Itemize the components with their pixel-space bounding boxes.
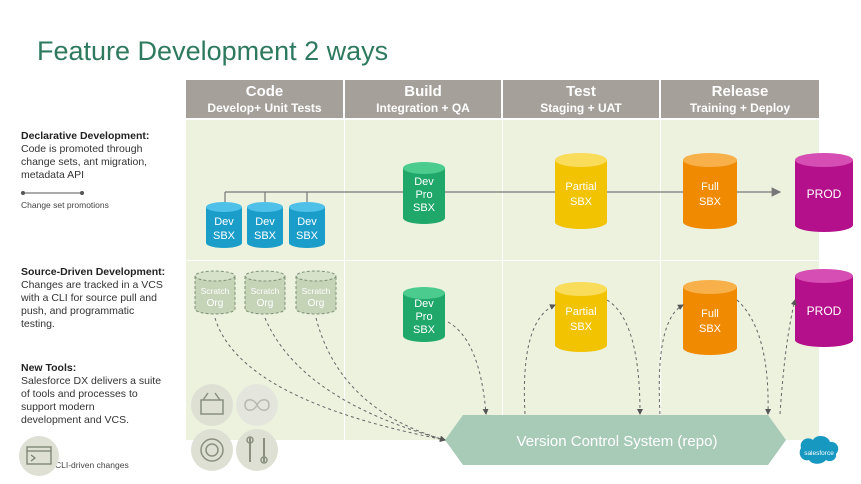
declarative-description: Declarative Development: Code is promote… <box>21 130 149 182</box>
cylinder-label: SBX <box>254 230 277 242</box>
source-line: push, and programmatic <box>21 305 135 317</box>
cli-legend-label: CLI-driven changes <box>55 460 129 470</box>
stage-header-test: Test Staging + UAT <box>503 80 659 118</box>
cylinder-label: Pro <box>415 189 432 201</box>
cylinder-label: SBX <box>213 230 236 242</box>
cylinder-label: Org <box>308 298 325 309</box>
orbit-icon <box>191 429 233 471</box>
cylinder-label: Partial <box>565 181 596 193</box>
cylinder-label: Org <box>207 298 224 309</box>
tools-icon <box>236 429 278 471</box>
scratch-org-cylinder: Scratch Org <box>295 270 337 315</box>
dev-sbx-cylinder: Dev SBX <box>247 202 283 248</box>
prod-cylinder: PROD <box>795 269 853 347</box>
stage-subtitle: Staging + UAT <box>540 101 622 115</box>
cylinder-label: SBX <box>413 202 436 214</box>
cylinder-label: Org <box>257 298 274 309</box>
dev-sbx-cylinder: Dev SBX <box>289 202 325 248</box>
full-sbx-cylinder: Full SBX <box>683 280 737 355</box>
cylinder-label: Dev <box>297 216 317 228</box>
tools-description: New Tools: Salesforce DX delivers a suit… <box>21 362 161 427</box>
cylinder-label: Dev <box>255 216 275 228</box>
page-title: Feature Development 2 ways <box>37 36 389 66</box>
stage-subtitle: Develop+ Unit Tests <box>207 101 322 115</box>
cylinder-label: SBX <box>570 196 593 208</box>
cylinder-label: SBX <box>296 230 319 242</box>
stage-subtitle: Integration + QA <box>376 101 470 115</box>
scratch-org-cylinder: Scratch Org <box>194 270 236 315</box>
stage-header-build: Build Integration + QA <box>345 80 501 118</box>
cylinder-label: SBX <box>699 323 722 335</box>
partial-sbx-cylinder: Partial SBX <box>555 153 607 229</box>
scratch-org-cylinder: Scratch Org <box>244 270 286 315</box>
brand-label: salesforce <box>804 450 834 457</box>
cylinder-label: Scratch <box>201 286 230 296</box>
vcs-label: Version Control System (repo) <box>517 433 718 450</box>
prod-cylinder: PROD <box>795 153 853 232</box>
stage-header-release: Release Training + Deploy <box>661 80 819 118</box>
tools-line: development and VCS. <box>21 414 129 426</box>
row-divider <box>186 260 819 261</box>
cylinder-label: SBX <box>413 324 436 336</box>
infinity-icon <box>236 384 278 426</box>
tools-heading: New Tools: <box>21 362 77 374</box>
stage-title: Release <box>711 83 769 100</box>
stage-title: Build <box>404 83 442 100</box>
cylinder-label: PROD <box>807 304 842 318</box>
declarative-line: metadata API <box>21 169 85 181</box>
declarative-line: change sets, ant migration, <box>21 156 148 168</box>
cylinder-label: SBX <box>570 321 593 333</box>
source-description: Source-Driven Development: Changes are t… <box>21 266 165 331</box>
declarative-line: Code is promoted through <box>21 143 143 155</box>
partial-sbx-cylinder: Partial SBX <box>555 282 607 352</box>
change-set-legend-icon <box>21 191 84 195</box>
salesforce-logo: salesforce <box>799 436 839 464</box>
cli-arrows <box>214 299 797 442</box>
terminal-window-icon <box>19 436 59 476</box>
stage-header-code: Code Develop+ Unit Tests <box>186 80 343 118</box>
dev-pro-sbx-cylinder: Dev Pro SBX <box>403 162 445 224</box>
stage-subtitle: Training + Deploy <box>689 101 791 115</box>
cylinder-label: PROD <box>807 187 842 201</box>
dev-sbx-cylinder: Dev SBX <box>206 202 242 248</box>
full-sbx-cylinder: Full SBX <box>683 153 737 229</box>
cylinder-label: Dev <box>214 216 234 228</box>
toolbox-icon <box>191 384 233 426</box>
stage-title: Test <box>566 83 596 100</box>
cylinder-label: Partial <box>565 306 596 318</box>
change-set-legend-label: Change set promotions <box>21 200 109 210</box>
source-line: testing. <box>21 318 55 330</box>
stage-divider <box>502 120 503 440</box>
dev-pro-sbx-cylinder: Dev Pro SBX <box>403 287 445 342</box>
tools-line: of tools and processes to <box>21 388 138 400</box>
source-line: Changes are tracked in a VCS <box>21 279 163 291</box>
declarative-heading: Declarative Development: <box>21 130 150 142</box>
tools-line: support modern <box>21 401 95 413</box>
stage-divider <box>344 120 345 440</box>
cylinder-label: Dev <box>414 176 434 188</box>
cylinder-label: Full <box>701 181 719 193</box>
source-heading: Source-Driven Development: <box>21 266 166 278</box>
cylinder-label: Full <box>701 308 719 320</box>
cylinder-label: Pro <box>415 311 432 323</box>
vcs-banner: Version Control System (repo) <box>445 415 786 465</box>
cylinder-label: SBX <box>699 196 722 208</box>
cylinder-label: Scratch <box>251 286 280 296</box>
stage-divider <box>660 120 661 440</box>
cylinder-label: Dev <box>414 298 434 310</box>
stage-title: Code <box>245 83 284 100</box>
source-line: with a CLI for source pull and <box>21 292 157 304</box>
cylinder-label: Scratch <box>302 286 331 296</box>
tools-line: Salesforce DX delivers a suite <box>21 375 162 387</box>
